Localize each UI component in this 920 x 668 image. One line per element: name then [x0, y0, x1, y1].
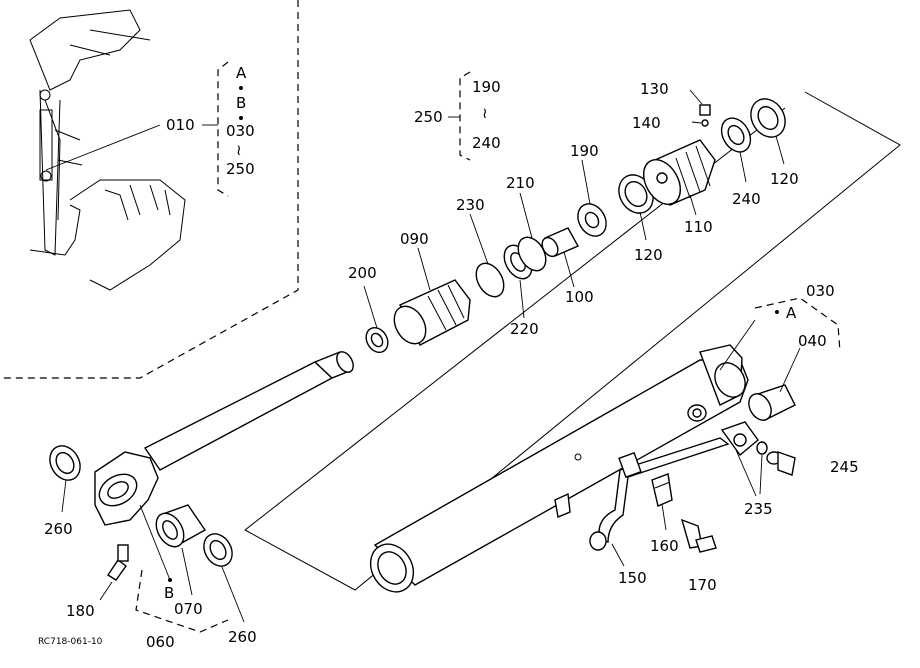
callout-label-b-rod: B [164, 584, 174, 602]
part-label-260-right: 260 [228, 628, 257, 646]
callout-label-a-tube: A [786, 304, 797, 322]
part-label-040: 040 [798, 332, 827, 350]
part-130-plug [699, 104, 711, 116]
part-label-030: 030 [806, 282, 835, 300]
part-070-bushing [155, 504, 207, 548]
part-label-245: 245 [830, 458, 859, 476]
range-start-190: 190 [472, 78, 501, 96]
callout-label-b: B [236, 94, 246, 112]
excavator-arm-sketch [29, 9, 186, 291]
part-230-oring [475, 262, 505, 298]
part-label-130: 130 [640, 80, 669, 98]
figure-code: RC718-061-10 [38, 637, 103, 647]
range-end-250: 250 [226, 160, 255, 178]
part-245-banjo [720, 421, 796, 476]
callout-label-a: A [236, 64, 247, 82]
part-120-bushing-upper [750, 98, 786, 138]
part-label-110: 110 [684, 218, 713, 236]
piston-rod [94, 351, 354, 526]
part-label-170: 170 [688, 576, 717, 594]
cylinder-tube [369, 344, 749, 593]
part-100-sleeve [541, 227, 579, 258]
part-200-bushing [365, 326, 389, 354]
range-wave-1: ≀ [236, 141, 242, 159]
part-260-seal-left [49, 445, 81, 481]
part-260-seal-right [203, 533, 233, 567]
part-label-120-upper: 120 [770, 170, 799, 188]
part-180-grease-nipple [107, 544, 129, 581]
part-label-070: 070 [174, 600, 203, 618]
part-label-100: 100 [565, 288, 594, 306]
part-label-150: 150 [618, 569, 647, 587]
part-label-200: 200 [348, 264, 377, 282]
part-090-piston [393, 279, 471, 346]
part-label-120-lower: 120 [634, 246, 663, 264]
part-label-010: 010 [166, 116, 195, 134]
part-label-210: 210 [506, 174, 535, 192]
part-120-bushing-lower [618, 174, 654, 214]
port-fitting [687, 404, 707, 422]
part-label-260-left: 260 [44, 520, 73, 538]
excavator-inset-boundary [0, 0, 299, 379]
part-label-240: 240 [732, 190, 761, 208]
part-150-pipe [589, 437, 730, 551]
part-110-rod-guide [642, 139, 716, 206]
part-label-140: 140 [632, 114, 661, 132]
part-170-bolt [680, 518, 717, 553]
part-label-160: 160 [650, 537, 679, 555]
part-label-220: 220 [510, 320, 539, 338]
part-label-090: 090 [400, 230, 429, 248]
range-wave-2: ≀ [482, 104, 488, 122]
part-label-235: 235 [744, 500, 773, 518]
range-start-030: 030 [226, 122, 255, 140]
part-label-250: 250 [414, 108, 443, 126]
part-label-060: 060 [146, 633, 175, 651]
part-190-ring [577, 203, 607, 237]
range-end-240: 240 [472, 134, 501, 152]
part-040-bushing [748, 384, 796, 421]
part-label-180: 180 [66, 602, 95, 620]
part-160-clamp [651, 473, 673, 507]
part-label-190: 190 [570, 142, 599, 160]
part-label-230: 230 [456, 196, 485, 214]
part-240-ring [720, 117, 752, 153]
part-140-ball [701, 119, 709, 127]
